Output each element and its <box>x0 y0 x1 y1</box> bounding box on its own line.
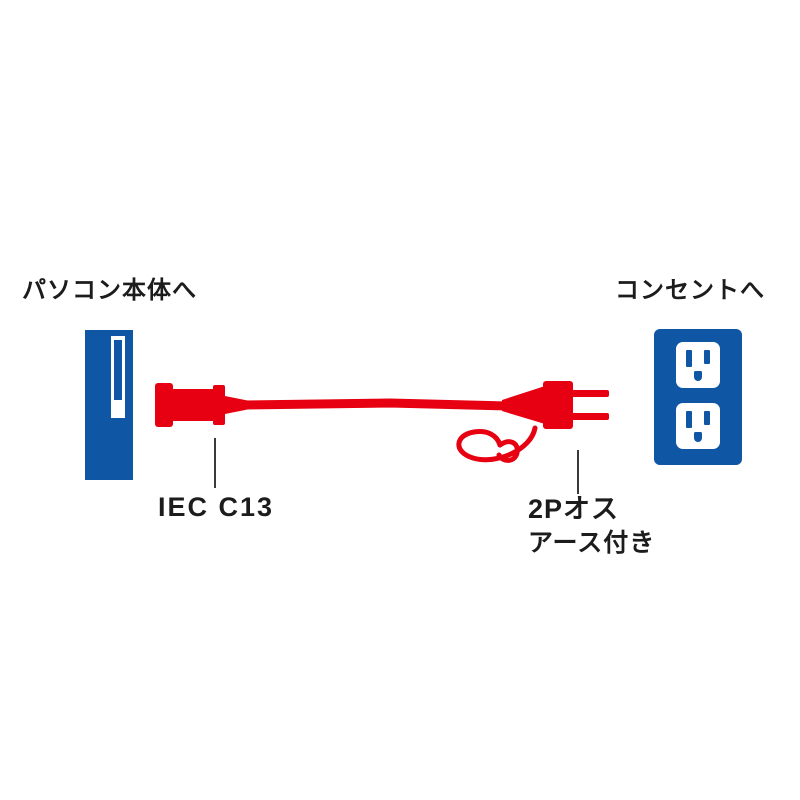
pc-destination-label: パソコン本体へ <box>22 277 197 304</box>
outlet-socket-top <box>676 342 720 388</box>
socket-slot-left <box>686 350 692 367</box>
leader-line-plug <box>577 450 579 494</box>
wall-outlet-icon <box>654 329 742 465</box>
plug-2p-body <box>502 381 573 429</box>
earth-wire-terminal <box>496 439 520 463</box>
socket-slot-left <box>686 411 692 428</box>
plug-label-type: 2Pオス <box>528 494 620 524</box>
socket-ground-hole <box>694 432 702 442</box>
pc-drive-slot-inner <box>114 340 122 400</box>
socket-slot-right <box>704 411 710 425</box>
cable-cord <box>239 398 513 411</box>
power-cable-icon <box>155 381 609 463</box>
leader-line-iec <box>214 438 216 488</box>
socket-slot-right <box>704 350 710 364</box>
outlet-destination-label: コンセントへ <box>615 277 765 304</box>
outlet-socket-bottom <box>676 403 720 449</box>
plug-label: 2Pオス アース付き <box>528 492 655 560</box>
plug-prongs <box>571 390 609 420</box>
plug-label-note: アース付き <box>528 529 656 557</box>
socket-ground-hole <box>694 371 702 381</box>
pc-tower-icon <box>85 330 133 480</box>
iec-c13-connector <box>155 383 250 427</box>
iec-c13-label: IEC C13 <box>158 492 275 522</box>
